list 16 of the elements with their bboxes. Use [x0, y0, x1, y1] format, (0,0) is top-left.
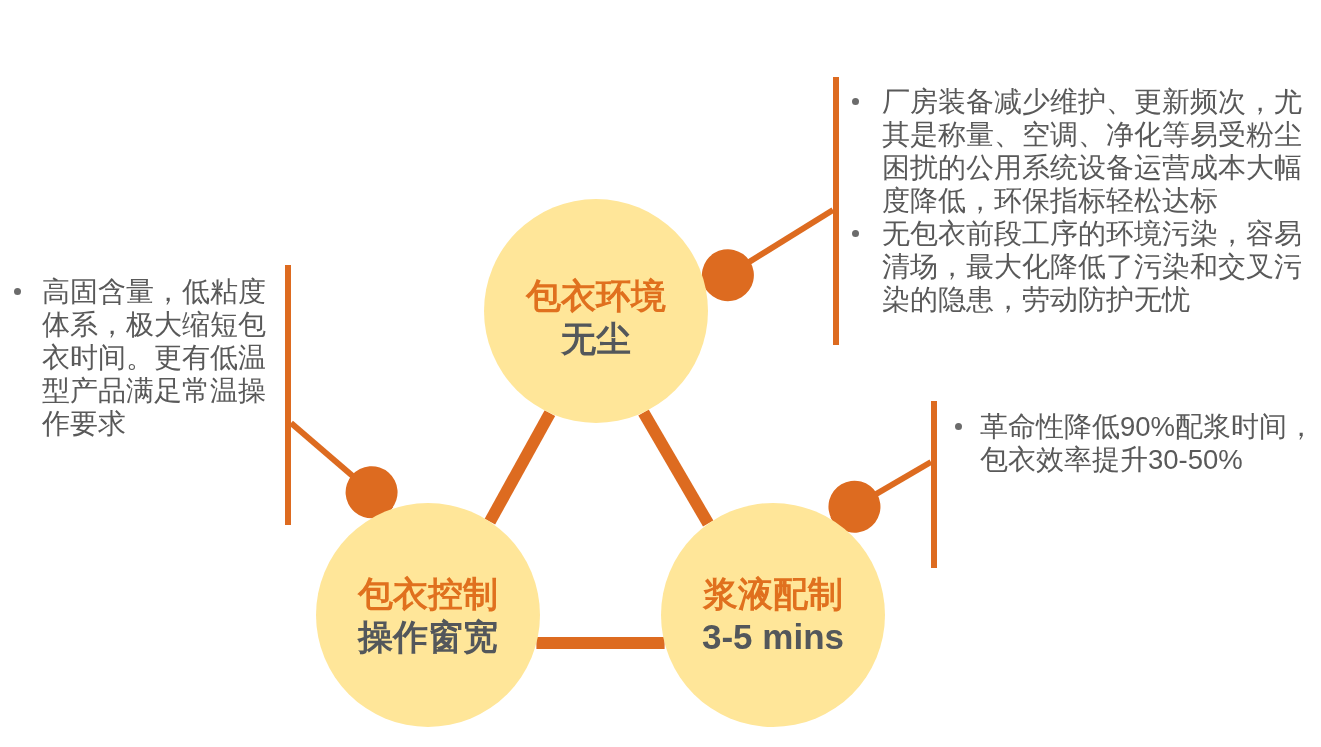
circle-subtitle: 无尘 [561, 318, 631, 360]
connector-line [638, 409, 714, 527]
connector-line [484, 410, 556, 525]
bullet-text: 革命性降低90%配浆时间，包衣效率提升30-50% [980, 410, 1317, 476]
connector-line [536, 637, 665, 649]
bullet-text: 高固含量，低粘度体系，极大缩短包衣时间。更有低温型产品满足常温操作要求 [42, 275, 267, 440]
circle-title: 包衣环境 [526, 275, 666, 317]
circle-subtitle: 操作窗宽 [358, 616, 498, 658]
circle-subtitle: 3-5 mins [702, 616, 844, 658]
leader-line [701, 207, 835, 302]
leader-line [289, 420, 398, 519]
leader-line [828, 459, 933, 533]
bullet-text: 无包衣前段工序的环境污染，容易清场，最大化降低了污染和交叉污染的隐患，劳动防护无忧 [882, 217, 1303, 316]
circle-title: 浆液配制 [703, 573, 843, 615]
bullet-text: 厂房装备减少维护、更新频次，尤其是称量、空调、净化等易受粉尘困扰的公用系统设备运营成本大幅度降低，环保指标轻松达标 [882, 85, 1303, 217]
circle-title: 包衣控制 [358, 573, 498, 615]
